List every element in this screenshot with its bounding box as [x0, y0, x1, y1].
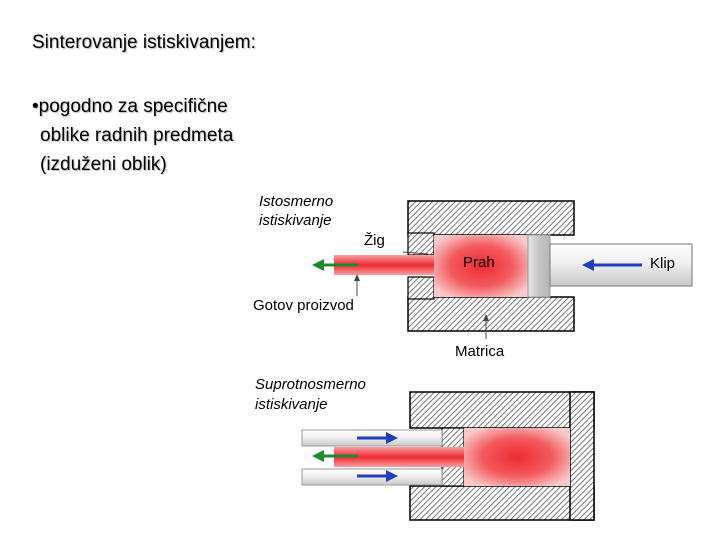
ram2-bottom-block — [441, 463, 465, 487]
bullet-text: •pogodno za specifične oblike radnih pre… — [32, 92, 332, 179]
bullet-line-2: oblike radnih predmeta — [40, 125, 234, 146]
punch-leader — [402, 251, 429, 255]
label-die: Matrica — [455, 343, 505, 360]
ram2-arrow-top — [386, 432, 398, 444]
caption-forward-line-2: istiskivanje — [259, 212, 332, 229]
die-orifice-top — [407, 232, 435, 256]
caption-backward-line-1: Suprotnosmerno — [255, 376, 366, 393]
label-powder: Prah — [463, 254, 495, 271]
die2-right-wall — [569, 391, 595, 521]
die-orifice-bottom — [407, 276, 435, 300]
ram-arrow — [582, 259, 594, 271]
die2-bottom-wall — [409, 485, 595, 521]
ram-pad — [527, 234, 551, 298]
ram2-arrow-bottom — [386, 470, 398, 482]
bullet-line-1: •pogodno za specifične — [32, 96, 228, 117]
caption-forward-line-1: Istosmerno — [259, 193, 334, 210]
label-ram: Klip — [650, 255, 676, 272]
bullet-line-3: (izduženi oblik) — [40, 154, 167, 175]
die-top-wall — [407, 200, 575, 236]
extruded-rod — [334, 255, 434, 275]
product-arrow — [312, 259, 324, 271]
extruded-rod-2 — [334, 447, 464, 467]
product2-arrow — [312, 450, 324, 462]
die2-top-wall — [409, 391, 595, 429]
ram2-top-block — [441, 427, 465, 451]
forward-extrusion — [312, 200, 693, 339]
slide-title: Sinterovanje istiskivanjem: — [32, 32, 256, 53]
caption-backward-line-2: istiskivanje — [255, 396, 328, 413]
powder-charge — [434, 235, 528, 297]
powder2-charge — [464, 428, 570, 486]
label-punch: Žig — [364, 232, 385, 249]
backward-extrusion — [301, 391, 595, 521]
die-bottom-wall — [407, 296, 575, 332]
label-product: Gotov proizvod — [253, 297, 354, 314]
